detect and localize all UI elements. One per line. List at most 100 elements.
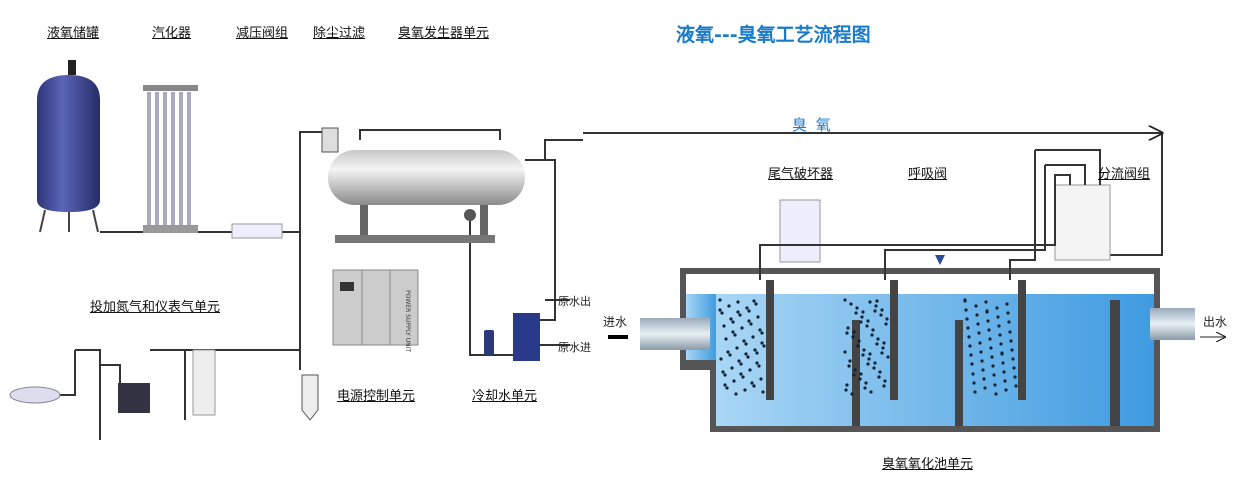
bubble xyxy=(1006,311,1010,315)
bubble xyxy=(728,353,732,357)
air-compressor xyxy=(9,386,61,404)
gas-bottle xyxy=(301,374,319,421)
label-dust-filter: 除尘过滤 xyxy=(313,26,366,41)
bubble xyxy=(872,366,876,370)
bubble xyxy=(727,304,731,308)
bubble xyxy=(870,333,874,337)
bubble xyxy=(866,362,870,366)
bubble xyxy=(996,315,1000,319)
label-vaporizer: 汽化器 xyxy=(152,26,192,41)
bubble xyxy=(740,326,744,330)
label-nitrogen-unit: 投加氮气和仪表气单元 xyxy=(90,300,221,315)
bubble xyxy=(986,319,990,323)
dryer xyxy=(118,383,150,413)
bubble xyxy=(723,383,727,387)
label-ozone-generator: 臭氧发生器单元 xyxy=(398,26,490,41)
bubble xyxy=(744,342,748,346)
bubble xyxy=(1001,361,1005,365)
bubble xyxy=(758,328,762,332)
bubble xyxy=(752,384,756,388)
bubble xyxy=(859,320,863,324)
bubble xyxy=(730,366,734,370)
bubble xyxy=(998,333,1002,337)
bubble xyxy=(719,357,723,361)
label-outlet: 出水 xyxy=(1203,315,1228,329)
bubble xyxy=(760,341,764,345)
bubble xyxy=(883,379,887,383)
label-inlet: 进水 xyxy=(603,315,628,329)
breath-valve xyxy=(935,255,945,265)
bubble xyxy=(848,359,852,363)
bubble xyxy=(971,372,975,376)
bubble xyxy=(863,386,867,390)
bubble xyxy=(862,348,866,352)
bubble xyxy=(721,370,725,374)
bubble xyxy=(880,351,884,355)
bubble xyxy=(731,320,735,324)
bubble xyxy=(995,306,999,310)
bubble xyxy=(977,331,981,335)
bubble xyxy=(881,346,885,350)
bubble xyxy=(963,299,967,303)
label-tail-gas: 尾气破坏器 xyxy=(768,167,834,182)
bubble xyxy=(731,330,735,334)
bubble xyxy=(981,368,985,372)
bubble xyxy=(743,388,747,392)
bubble xyxy=(725,386,729,390)
label-pressure-valve: 减压阀组 xyxy=(236,26,289,41)
bubble xyxy=(999,342,1003,346)
bubble xyxy=(845,383,849,387)
bubble xyxy=(854,311,858,315)
bubble xyxy=(734,392,738,396)
bubble xyxy=(983,386,987,390)
bubble xyxy=(979,350,983,354)
bubble xyxy=(874,304,878,308)
bubble xyxy=(747,319,751,323)
bubble xyxy=(868,300,872,304)
bubble xyxy=(724,337,728,341)
bubble xyxy=(736,310,740,314)
bubble xyxy=(852,373,856,377)
bubble xyxy=(755,351,759,355)
bubble xyxy=(757,364,761,368)
bubble xyxy=(852,330,856,334)
label-raw-water-out: 原水出 xyxy=(558,295,591,308)
bubble xyxy=(867,357,871,361)
bubble xyxy=(875,342,879,346)
bubble xyxy=(859,372,863,376)
bubble xyxy=(750,381,754,385)
bubble xyxy=(965,317,969,321)
bubble xyxy=(1003,379,1007,383)
bubble xyxy=(860,315,864,319)
bubble xyxy=(884,322,888,326)
label-pool-unit: 臭氧氧化池单元 xyxy=(882,457,974,472)
bubble xyxy=(969,353,973,357)
bubble xyxy=(1008,330,1012,334)
bubble xyxy=(968,344,972,348)
bubble xyxy=(756,315,760,319)
bubble xyxy=(753,348,757,352)
bubble xyxy=(1014,384,1018,388)
bubble xyxy=(978,341,982,345)
bubble xyxy=(846,326,850,330)
bubble xyxy=(975,313,979,317)
bubble xyxy=(989,346,993,350)
bubble xyxy=(738,313,742,317)
bubble xyxy=(851,335,855,339)
bubble xyxy=(755,361,759,365)
bubble xyxy=(873,361,877,365)
label-power-unit: 电源控制单元 xyxy=(337,389,416,404)
dust-filter xyxy=(321,127,339,153)
bubble xyxy=(868,352,872,356)
label-cooling-unit: 冷却水单元 xyxy=(472,389,538,404)
bubble xyxy=(744,352,748,356)
label-breath-valve: 呼吸阀 xyxy=(908,167,948,182)
bubble xyxy=(970,362,974,366)
bubble xyxy=(976,322,980,326)
cooling-pump xyxy=(484,330,494,355)
bubble xyxy=(994,392,998,396)
bubble xyxy=(729,317,733,321)
bubble xyxy=(991,364,995,368)
